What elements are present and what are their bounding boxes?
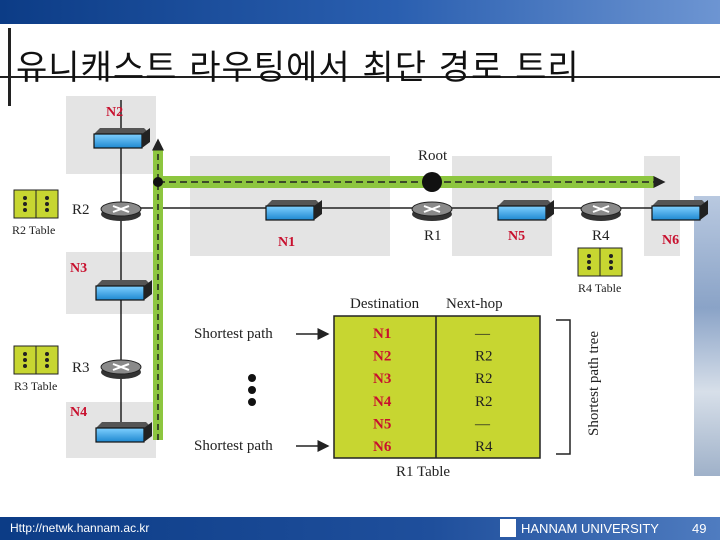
page-number: 49 [692, 521, 707, 536]
r2-table-icon [13, 189, 59, 219]
label-shortest-path-top: Shortest path [194, 326, 273, 342]
label-r4: R4 [592, 228, 610, 244]
label-shortest-path-bottom: Shortest path [194, 438, 273, 454]
host-n2 [93, 128, 150, 149]
label-n4: N4 [70, 405, 87, 420]
side-decoration-image [694, 196, 720, 476]
label-r3: R3 [72, 360, 90, 376]
host-n5 [497, 200, 554, 221]
label-r1: R1 [424, 228, 442, 244]
slide-title: 유니캐스트 라우팅에서 최단 경로 트리 [16, 48, 580, 88]
router-r1 [411, 201, 453, 221]
label-r2-table: R2 Table [12, 223, 55, 237]
header-next-hop: Next-hop [446, 296, 503, 312]
footer-bar [0, 517, 720, 540]
ellipsis-dot [248, 398, 256, 406]
r1-row-destination: N6 [373, 439, 392, 455]
label-root: Root [418, 148, 448, 164]
footer-url[interactable]: Http://netwk.hannam.ac.kr [10, 521, 150, 535]
r4-table-icon [577, 247, 623, 277]
label-n1: N1 [278, 235, 295, 250]
label-n3: N3 [70, 261, 87, 276]
r1-row-destination: N3 [373, 371, 391, 387]
label-r3-table: R3 Table [14, 379, 57, 393]
root-node [422, 172, 442, 192]
top-banner [0, 0, 720, 24]
r1-row-next-hop: R2 [475, 371, 493, 387]
r1-row-next-hop: R2 [475, 349, 493, 365]
r3-table-icon [13, 345, 59, 375]
r1-row-destination: N5 [373, 416, 391, 432]
host-n1 [265, 200, 322, 221]
r1-row-next-hop: R4 [475, 439, 493, 455]
r1-row-destination: N4 [373, 394, 392, 410]
footer-university: HANNAM UNIVERSITY [521, 521, 659, 536]
host-n3 [95, 280, 152, 301]
ellipsis-dot [248, 374, 256, 382]
shortest-path-tree-diagram: N2 N1 N5 N6 N3 N4 R2 R1 R4 R3 Root R2 Ta… [12, 96, 708, 480]
label-n5: N5 [508, 229, 525, 244]
router-r4 [580, 201, 622, 221]
label-shortest-path-tree: Shortest path tree [586, 331, 602, 436]
r1-row-destination: N1 [373, 326, 391, 342]
university-logo-icon [500, 519, 516, 537]
label-r1-table: R1 Table [396, 464, 450, 480]
path-origin-dot [153, 177, 163, 187]
r1-row-next-hop: R2 [475, 394, 493, 410]
r1-row-next-hop: — [474, 416, 491, 432]
header-destination: Destination [350, 296, 420, 312]
label-n6: N6 [662, 233, 679, 248]
r1-table [333, 315, 541, 459]
title-vertical-rule [8, 28, 11, 106]
ellipsis-dot [248, 386, 256, 394]
host-n6 [651, 200, 708, 221]
tree-bracket [556, 319, 571, 455]
title-horizontal-rule [0, 76, 720, 78]
r1-row-destination: N2 [373, 349, 391, 365]
r1-row-next-hop: — [474, 326, 491, 342]
host-n4 [95, 422, 152, 443]
router-r2 [100, 201, 142, 221]
label-n2: N2 [106, 105, 123, 120]
router-r3 [100, 359, 142, 379]
label-r4-table: R4 Table [578, 281, 621, 295]
label-r2: R2 [72, 202, 90, 218]
